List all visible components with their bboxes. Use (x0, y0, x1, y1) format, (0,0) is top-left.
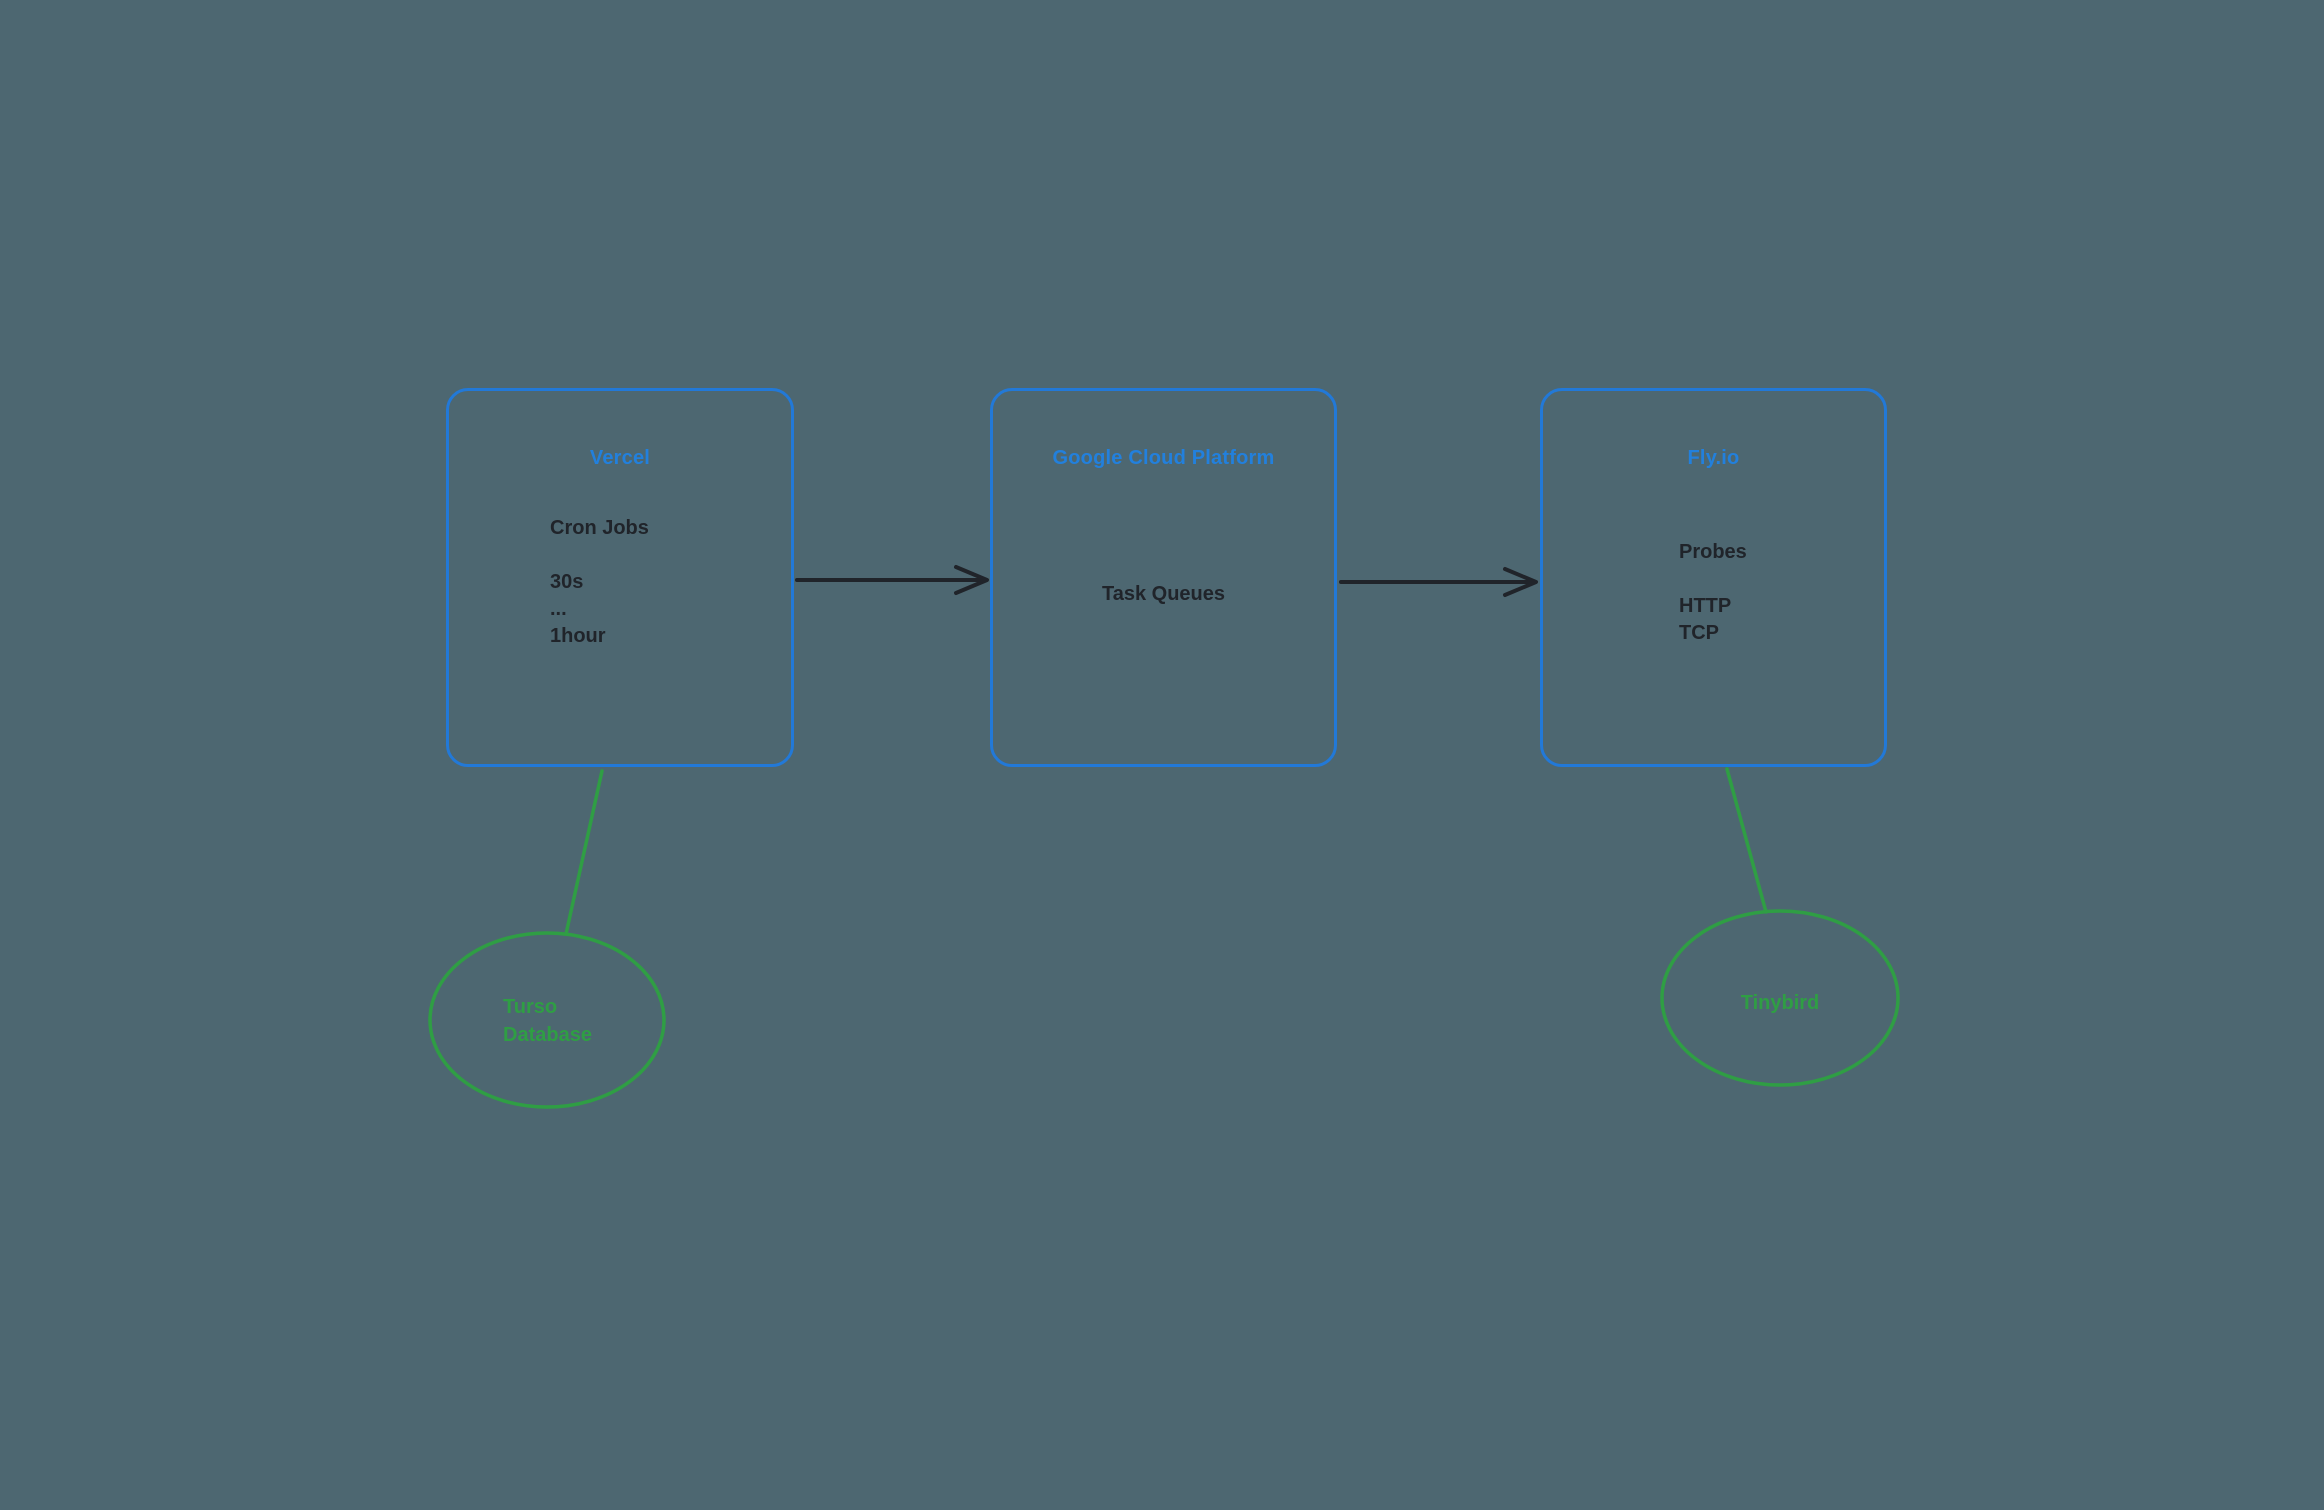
node-vercel-item-ellipsis: ... (550, 598, 567, 620)
node-flyio-body: Probes HTTP TCP (1679, 539, 1747, 647)
node-flyio-title: Fly.io (1687, 447, 1740, 469)
arrow-gcp-to-flyio (1339, 567, 1538, 597)
node-vercel-item-1hour: 1hour (550, 625, 606, 647)
node-flyio: Fly.io Probes HTTP TCP (1540, 388, 1887, 767)
node-flyio-item-tcp: TCP (1679, 622, 1719, 644)
node-vercel-title: Vercel (589, 447, 651, 469)
node-flyio-item-http: HTTP (1679, 595, 1732, 617)
node-gcp-label: Task Queues (1101, 583, 1226, 605)
node-turso-label-line1: Turso (503, 996, 558, 1018)
node-tinybird-label: Tinybird (1664, 989, 1896, 1017)
node-vercel-item-30s: 30s (550, 571, 584, 593)
node-gcp: Google Cloud Platform Task Queues (990, 388, 1337, 767)
node-turso-label-line2: Database (503, 1024, 592, 1046)
node-vercel-body: Cron Jobs 30s ... 1hour (550, 515, 649, 650)
node-turso-label: Turso Database (503, 993, 592, 1049)
node-vercel-items: 30s ... 1hour (550, 569, 649, 650)
node-flyio-label: Probes (1679, 541, 1747, 563)
node-vercel: Vercel Cron Jobs 30s ... 1hour (446, 388, 794, 767)
arrow-vercel-to-gcp (795, 565, 989, 595)
node-flyio-items: HTTP TCP (1679, 593, 1747, 647)
connector-vercel-to-turso (564, 769, 604, 936)
node-vercel-label: Cron Jobs (550, 517, 649, 539)
connector-flyio-to-tinybird (1725, 767, 1768, 914)
node-tinybird-label-line1: Tinybird (1740, 992, 1820, 1014)
node-gcp-title: Google Cloud Platform (1052, 447, 1275, 469)
